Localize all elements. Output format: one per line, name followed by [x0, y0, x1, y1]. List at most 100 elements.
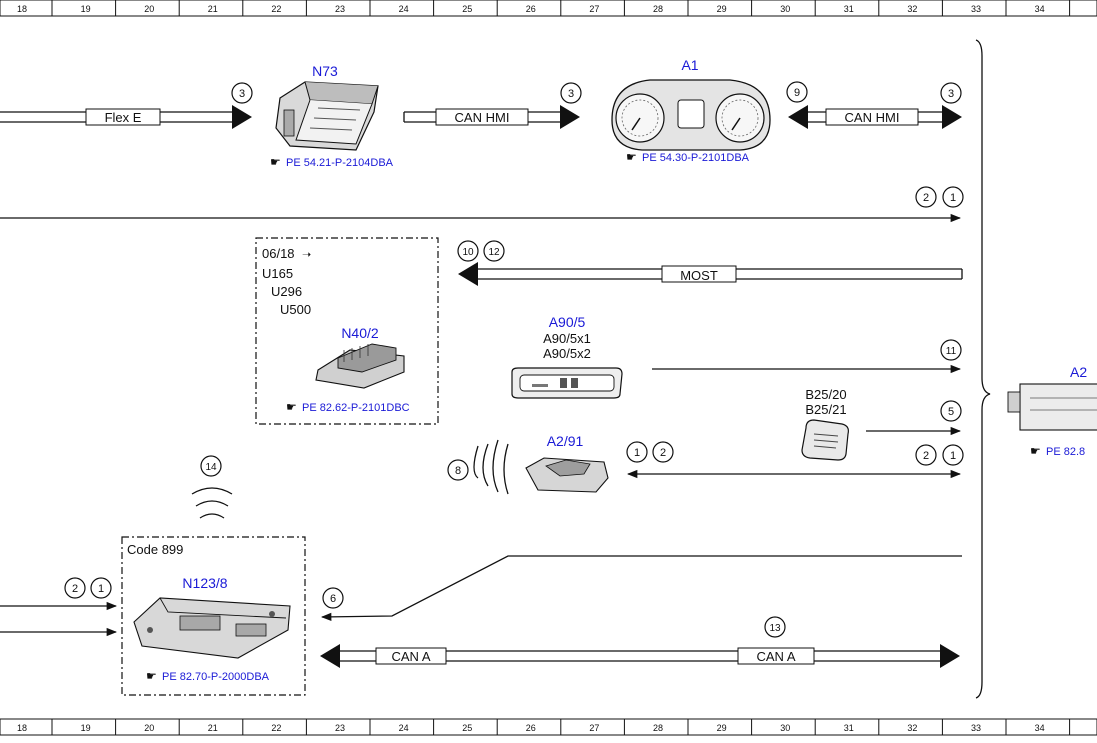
n73-ref-text: PE 54.21-P-2104DBA [286, 157, 394, 169]
most-bus: MOST [458, 262, 963, 286]
svg-text:2: 2 [923, 192, 929, 204]
a90-5x1-label: A90/5x1 [543, 331, 591, 346]
ruler-number: 34 [1035, 723, 1045, 733]
model-u165: U165 [262, 266, 293, 281]
model-u296: U296 [271, 284, 302, 299]
n73-reference: ☛ PE 54.21-P-2104DBA [270, 155, 394, 169]
ruler-number: 19 [81, 723, 91, 733]
most-label: MOST [680, 268, 718, 283]
signal-number-s2-top: 2 [915, 186, 937, 208]
hand-pointer-icon: ☛ [626, 150, 637, 164]
flex-e-label: Flex E [105, 110, 142, 125]
n40-2-box: 06/18 ➝ U165 U296 U500 N40/2 ☛ PE 82.62-… [255, 237, 439, 425]
signal-number-s3-b: 3 [560, 82, 582, 104]
signal-line-6 [320, 555, 962, 622]
svg-text:13: 13 [769, 623, 781, 634]
svg-text:2: 2 [923, 450, 929, 462]
ruler-number: 29 [717, 4, 727, 14]
signal-number-s2-left: 2 [64, 577, 86, 599]
flex-e-bus: Flex E [0, 105, 252, 129]
svg-text:12: 12 [488, 247, 500, 258]
ruler-number: 24 [399, 4, 409, 14]
n73-component: N73 [275, 63, 379, 151]
hand-pointer-icon: ☛ [286, 400, 297, 414]
n40-ref-text: PE 82.62-P-2101DBC [302, 402, 410, 414]
signal-number-s10: 10 [457, 240, 479, 262]
signal-number-s1-left: 1 [90, 577, 112, 599]
signal-number-s5: 5 [940, 400, 962, 422]
ruler-number: 32 [907, 4, 917, 14]
n40-2-label: N40/2 [341, 325, 379, 341]
ruler-number: 25 [462, 4, 472, 14]
ruler-number: 18 [17, 723, 27, 733]
hand-pointer-icon: ☛ [270, 155, 281, 169]
b25-component: B25/20 B25/21 [801, 387, 849, 461]
b25-20-label: B25/20 [805, 387, 846, 402]
can-a-label-2: CAN A [756, 649, 795, 664]
right-brace [975, 39, 991, 699]
svg-text:10: 10 [462, 247, 474, 258]
svg-text:6: 6 [330, 593, 336, 605]
ruler-number: 22 [271, 4, 281, 14]
signal-number-s6: 6 [322, 587, 344, 609]
svg-text:1: 1 [950, 192, 956, 204]
svg-text:2: 2 [72, 583, 78, 595]
ruler-number: 25 [462, 723, 472, 733]
a90-5x2-label: A90/5x2 [543, 346, 591, 361]
a1-label: A1 [681, 57, 698, 73]
a2-91-label: A2/91 [547, 433, 584, 449]
ruler-number: 33 [971, 723, 981, 733]
svg-text:3: 3 [568, 88, 574, 100]
signal-number-s3-c: 3 [940, 82, 962, 104]
arrow-right-icon: ➝ [302, 249, 311, 261]
ruler-number: 28 [653, 723, 663, 733]
svg-text:3: 3 [239, 88, 245, 100]
a2-component-cut: A2 ☛ PE 82.8 [1007, 364, 1097, 458]
ruler-number: 30 [780, 723, 790, 733]
ruler-number: 31 [844, 4, 854, 14]
ruler-number: 27 [589, 723, 599, 733]
ruler-number: 21 [208, 723, 218, 733]
ruler-number: 28 [653, 4, 663, 14]
signal-number-s1-right: 1 [942, 444, 964, 466]
ruler-number: 26 [526, 4, 536, 14]
svg-text:5: 5 [948, 406, 954, 418]
a1-ref-text: PE 54.30-P-2101DBA [642, 152, 750, 164]
signal-number-s11: 11 [940, 339, 962, 361]
ruler-number: 24 [399, 723, 409, 733]
can-a-label-1: CAN A [391, 649, 430, 664]
can-hmi-label-2: CAN HMI [845, 110, 900, 125]
svg-text:11: 11 [946, 346, 957, 357]
ruler-number: 31 [844, 723, 854, 733]
a2-91-component: A2/91 [473, 433, 609, 495]
ruler-number: 29 [717, 723, 727, 733]
b25-21-label: B25/21 [805, 402, 846, 417]
ruler-number: 18 [17, 4, 27, 14]
svg-text:8: 8 [455, 465, 461, 477]
can-a-bus: CAN A CAN A [320, 644, 960, 668]
signal-number-s9: 9 [786, 81, 808, 103]
svg-text:9: 9 [794, 87, 800, 99]
signal-number-s13: 13 [764, 616, 786, 638]
model-u500: U500 [280, 302, 311, 317]
can-hmi-bus-1: CAN HMI [403, 105, 580, 129]
n123-8-label: N123/8 [182, 575, 227, 591]
n123-ref-text: PE 82.70-P-2000DBA [162, 671, 270, 683]
signal-number-s8: 8 [447, 459, 469, 481]
can-hmi-bus-2: CAN HMI [788, 105, 962, 129]
svg-text:1: 1 [950, 450, 956, 462]
svg-text:3: 3 [948, 88, 954, 100]
signal-number-s12: 12 [483, 240, 505, 262]
input-lines-n123-8 [0, 601, 118, 637]
signal-number-s14: 14 [200, 455, 222, 477]
hand-pointer-icon: ☛ [1030, 444, 1041, 458]
ruler-number: 30 [780, 4, 790, 14]
n73-label: N73 [312, 63, 338, 79]
ruler-number: 20 [144, 4, 154, 14]
ruler-number: 21 [208, 4, 218, 14]
svg-text:1: 1 [98, 583, 104, 595]
